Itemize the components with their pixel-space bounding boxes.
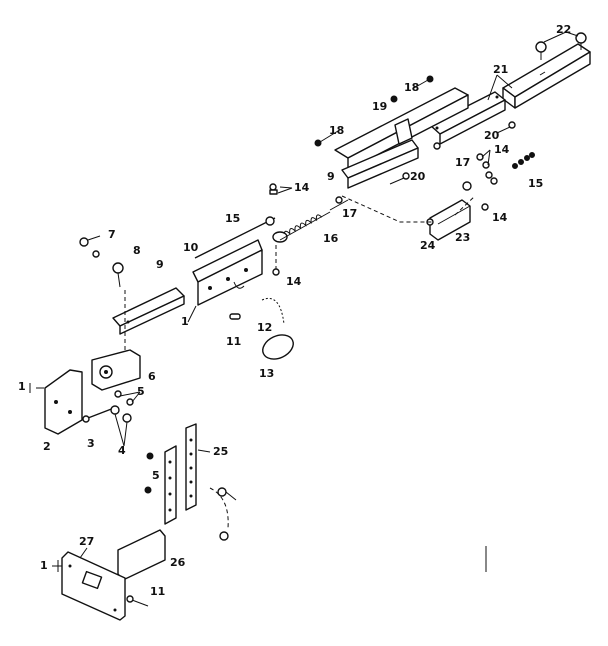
callout-19-top: 19 [372,100,387,113]
spring-16 [272,199,349,243]
lower-rail-9 [341,139,419,189]
front-bracket-9 [112,287,185,335]
callout-9-left: 9 [156,258,164,271]
bolt-20-upper [496,121,516,134]
washers-4 [110,405,132,423]
callout-27: 27 [79,535,94,548]
callout-6: 6 [148,370,156,383]
callout-11-bottom: 11 [150,585,165,598]
bolt-20-mid [433,142,441,150]
handle-13 [262,334,294,360]
callout-4: 4 [118,444,126,457]
strap-25b [164,445,177,525]
nut-17-right [462,181,472,191]
callout-18-top: 18 [404,81,419,94]
callout-20-mid: 20 [410,170,426,183]
center-rail-19 [334,87,469,171]
callout-14-right-low: 14 [492,211,508,224]
clip-14-low [272,245,280,276]
bolt-3 [82,407,115,423]
callout-15-right: 15 [528,177,543,190]
callout-3: 3 [87,437,95,450]
callout-1-bottom: 1 [40,559,48,572]
rail-bracket-21 [429,91,506,145]
chain-15-right [512,152,535,169]
callout-13: 13 [259,367,274,380]
callout-7: 7 [108,228,116,241]
rod-15 [194,216,276,259]
callout-24: 24 [420,239,436,252]
callout-9-mid: 9 [327,170,335,183]
leader-lines [29,31,579,572]
callout-14-top-right: 14 [494,143,510,156]
bolt-22-left [535,41,547,60]
clips-14-right [476,153,498,211]
strap-25 [185,423,197,511]
callout-17-mid: 17 [342,207,357,220]
callout-17-right: 17 [455,156,470,169]
callout-21: 21 [493,63,508,76]
rail-end-section [502,43,591,109]
callout-8: 8 [133,244,141,257]
callout-5-lower: 5 [152,469,160,482]
nut-18-lower [314,139,322,147]
callout-1-left: 1 [18,380,26,393]
screw-8 [92,250,124,288]
callout-25: 25 [213,445,228,458]
nut-18-upper [390,75,434,103]
bolts-lower-left [144,452,154,494]
plate-27 [61,551,126,621]
callout-23: 23 [455,231,470,244]
callout-12: 12 [257,321,272,334]
callout-11-mid: 11 [226,335,241,348]
callout-22: 22 [556,23,571,36]
callout-20-top: 20 [484,129,500,142]
callout-14-mid: 14 [294,181,310,194]
callout-5-upper: 5 [137,385,145,398]
angle-26 [117,529,166,581]
pin-11-center [229,313,241,320]
bracket-10 [192,239,263,306]
nuts-5 [114,390,134,406]
callout-26: 26 [170,556,186,569]
header-bracket-6 [91,349,141,391]
callout-1-mid: 1 [181,315,189,328]
nut-17-mid [335,196,343,204]
bolts-lower-right [217,487,237,541]
callout-2: 2 [43,440,51,453]
screw-11-lower [126,595,149,607]
callout-14-low: 14 [286,275,302,288]
clip-14-top [269,183,278,195]
bolt-20-lower [389,172,410,185]
bolt-22-right [575,32,587,50]
callout-15-mid: 15 [225,212,240,225]
callout-16: 16 [323,232,339,245]
callout-10: 10 [183,241,199,254]
screw-7 [79,235,101,247]
mounting-plate-2 [44,369,83,435]
